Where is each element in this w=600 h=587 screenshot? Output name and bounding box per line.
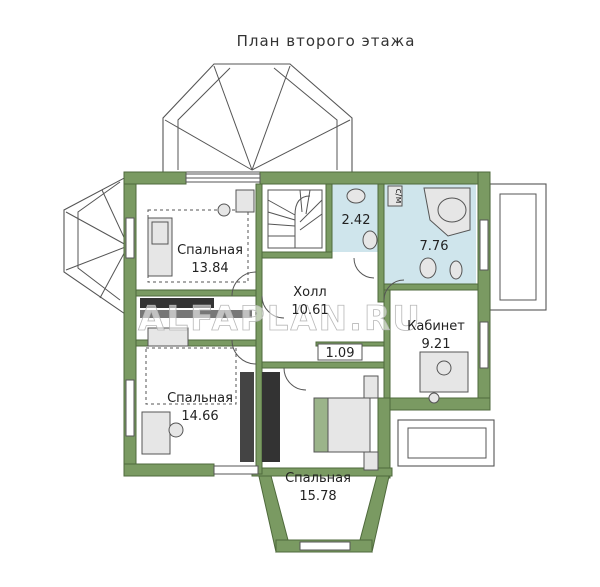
label-bathroom: 7.76 bbox=[420, 239, 449, 254]
label-bedroom-s: Спальная 15.78 bbox=[285, 471, 351, 504]
label-bedroom-nw: Спальная 13.84 bbox=[177, 243, 243, 276]
windows bbox=[125, 173, 489, 551]
room-name: Кабинет bbox=[407, 319, 465, 334]
watermark-text: ALFAPLAN.RU bbox=[138, 299, 422, 339]
room-name: Спальная bbox=[285, 471, 351, 486]
roof-bay-top bbox=[162, 63, 353, 173]
balcony-right bbox=[489, 183, 547, 311]
label-closet: 1.09 bbox=[317, 343, 363, 361]
room-area: 13.84 bbox=[191, 261, 228, 276]
bed-nw bbox=[147, 189, 255, 283]
room-area: 14.66 bbox=[181, 409, 218, 424]
label-office: Кабинет 9.21 bbox=[407, 319, 465, 352]
roof-bay-left bbox=[63, 174, 131, 318]
staircase bbox=[267, 189, 323, 249]
terrace-lower-right bbox=[397, 419, 495, 467]
plan-title: План второго этажа bbox=[237, 32, 416, 50]
bed-s bbox=[313, 375, 379, 471]
wardrobe-row bbox=[140, 298, 280, 462]
label-hall: Холл 10.61 bbox=[291, 285, 328, 318]
bathroom-fixtures bbox=[346, 185, 471, 280]
room-tag: с/м bbox=[393, 189, 403, 204]
label-wc: 2.42 bbox=[342, 213, 371, 228]
room-area: 9.21 bbox=[422, 337, 451, 352]
room-name: Холл bbox=[293, 285, 326, 300]
room-name: Спальная bbox=[167, 391, 233, 406]
room-area: 15.78 bbox=[299, 489, 336, 504]
room-area: 7.76 bbox=[420, 239, 449, 254]
room-area: 2.42 bbox=[342, 213, 371, 228]
room-area: 1.09 bbox=[326, 346, 355, 361]
label-tag: с/м bbox=[393, 189, 403, 204]
label-bedroom-sw: Спальная 14.66 bbox=[167, 391, 233, 424]
door-swings bbox=[231, 257, 405, 391]
bed-sw bbox=[141, 327, 237, 455]
room-name: Спальная bbox=[177, 243, 243, 258]
room-area: 10.61 bbox=[291, 303, 328, 318]
office-furniture bbox=[419, 351, 469, 404]
